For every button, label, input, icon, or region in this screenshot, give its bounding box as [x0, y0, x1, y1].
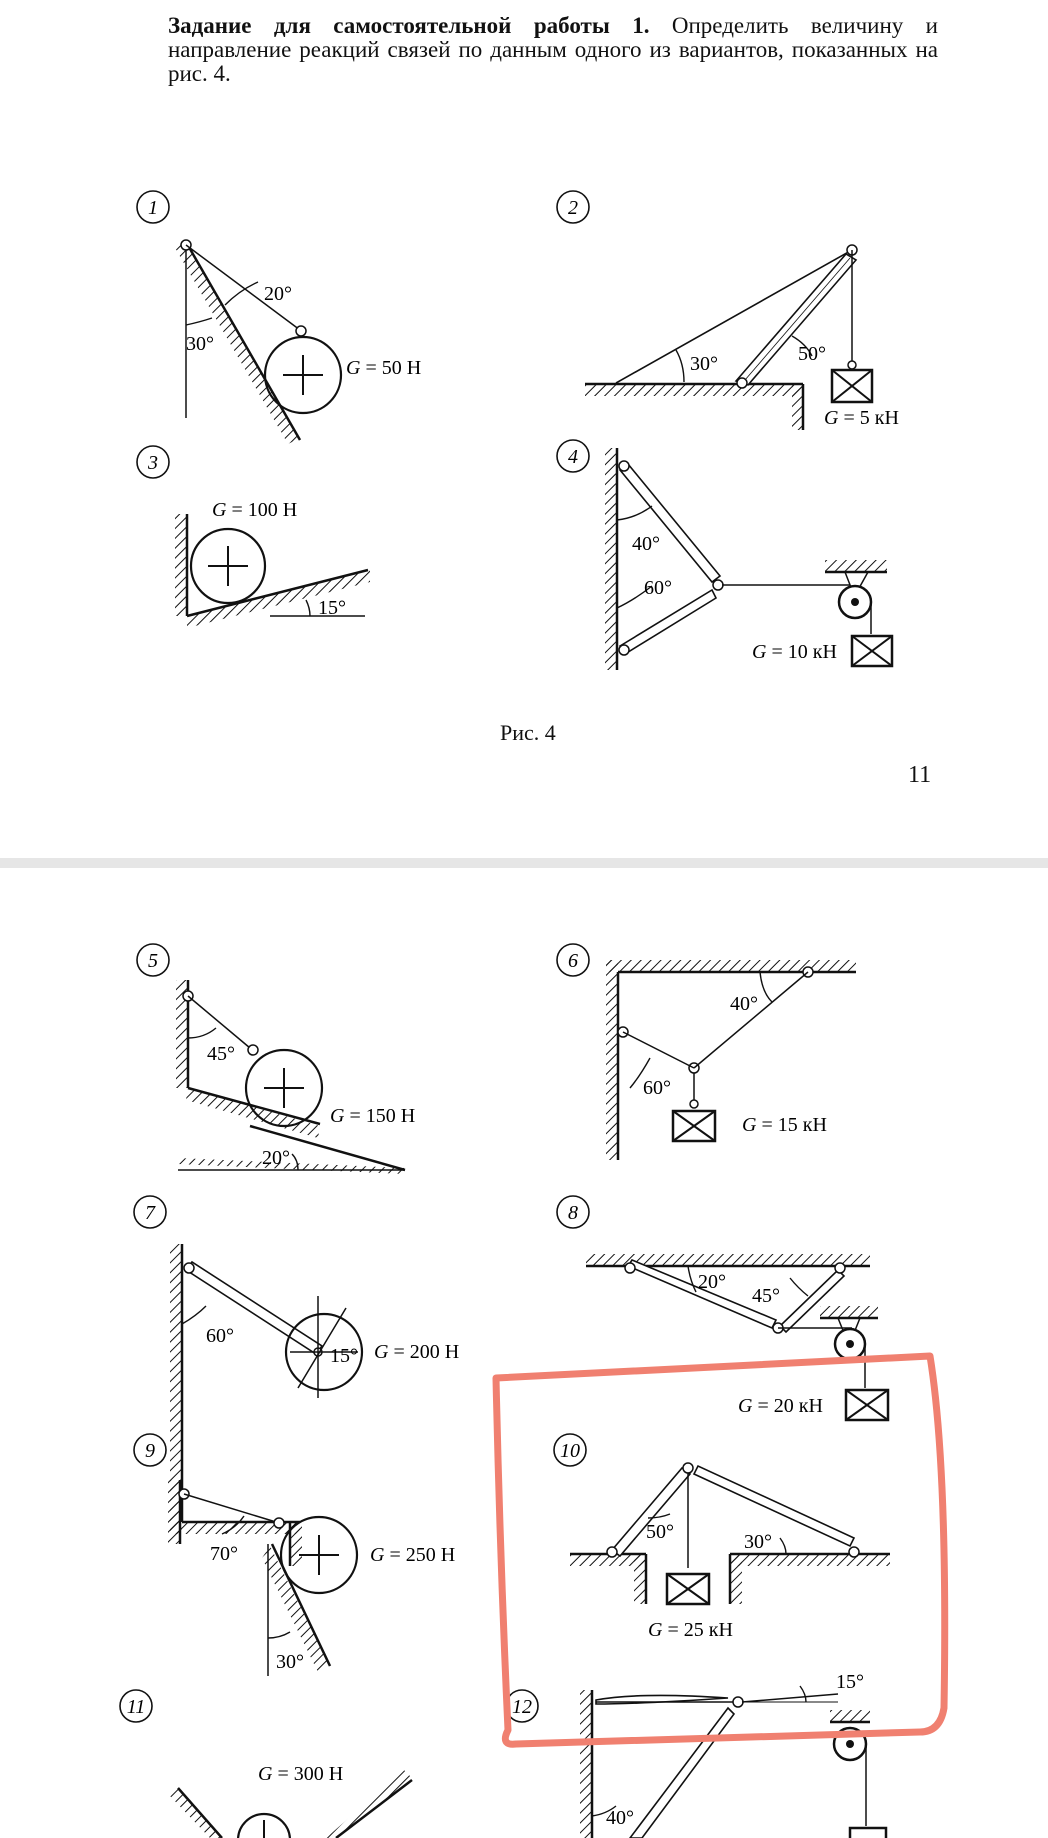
angle-label: 40°	[632, 533, 660, 555]
angle-label: 15°	[836, 1671, 864, 1693]
variant-number: 5	[148, 950, 158, 972]
task-statement: Задание для самостоятельной работы 1. Оп…	[168, 14, 938, 86]
variant-number: 7	[145, 1202, 156, 1224]
figure-4-bottom: 5 45° 20° G = 150 Н 6	[119, 943, 949, 1838]
angle-label: 30°	[186, 333, 214, 355]
page-number: 11	[908, 762, 932, 788]
angle-label: 30°	[276, 1651, 304, 1673]
page-12: 5 45° 20° G = 150 Н 6	[0, 868, 1048, 1838]
task-text: Определить величину и направление реакци…	[168, 13, 938, 86]
variant-9: 9 70° 30° G = 250 Н	[133, 1433, 455, 1676]
angle-label: 50°	[646, 1521, 674, 1543]
variant-1: 1 20° 30° G = 50 Н	[136, 190, 421, 444]
load-label: G = 300 Н	[258, 1763, 343, 1785]
load-label: G = 100 Н	[212, 499, 297, 521]
load-label: G = 250 Н	[370, 1544, 455, 1566]
page-separator	[0, 858, 1048, 868]
angle-label: 60°	[206, 1325, 234, 1347]
load-label: G = 15 кН	[742, 1114, 827, 1136]
load-label: G = 50 Н	[346, 357, 421, 379]
angle-label: 15°	[318, 597, 346, 619]
variant-number: 9	[145, 1440, 155, 1462]
page-11: Задание для самостоятельной работы 1. Оп…	[0, 0, 1048, 858]
variant-11: 11 G = 300 Н	[119, 1689, 413, 1838]
angle-label: 30°	[690, 353, 718, 375]
angle-label: 20°	[698, 1271, 726, 1293]
angle-label: 60°	[643, 1077, 671, 1099]
figure-4-top: 1 20° 30° G = 50 Н 2	[136, 190, 899, 670]
variant-12: 12 15° 40°	[505, 1671, 888, 1838]
variant-number: 2	[568, 197, 578, 219]
angle-label: 45°	[752, 1285, 780, 1307]
angle-label: 40°	[730, 993, 758, 1015]
variant-5: 5 45° 20° G = 150 Н	[136, 943, 415, 1174]
variant-number: 4	[568, 446, 578, 468]
load-label: G = 10 кН	[752, 641, 837, 663]
variant-number: 6	[568, 950, 578, 972]
load-label: G = 200 Н	[374, 1341, 459, 1363]
angle-label: 40°	[606, 1807, 634, 1829]
variant-number: 3	[147, 452, 158, 474]
variant-4: 4 40° 60° G = 10 кН	[556, 439, 894, 670]
angle-label: 45°	[207, 1043, 235, 1065]
angle-label: 70°	[210, 1543, 238, 1565]
load-label: G = 20 кН	[738, 1395, 823, 1417]
angle-label: 30°	[744, 1531, 772, 1553]
load-label: G = 150 Н	[330, 1105, 415, 1127]
variant-number: 10	[560, 1440, 580, 1462]
variant-7: 7 60° 15° G = 200 Н	[133, 1195, 459, 1566]
variant-2: 2 30° 50° G = 5 кН	[556, 190, 899, 430]
figure-caption: Рис. 4	[500, 720, 556, 745]
variant-number-circle	[136, 190, 170, 224]
variant-number: 11	[127, 1696, 146, 1718]
variant-number: 12	[512, 1696, 532, 1718]
variant-10: 10 50° 30° G = 25 кН	[553, 1433, 890, 1641]
angle-label: 20°	[262, 1147, 290, 1169]
variant-number: 1	[148, 197, 158, 219]
variant-3: 3 15° G = 100 Н	[136, 445, 370, 628]
task-title: Задание для самостоятельной работы 1.	[168, 13, 650, 38]
load-label: G = 5 кН	[824, 407, 899, 429]
variant-6: 6 40° 60° G = 15 кН	[556, 943, 856, 1160]
angle-label: 60°	[644, 577, 672, 599]
highlight-annotation	[492, 1352, 949, 1748]
load-label: G = 25 кН	[648, 1619, 733, 1641]
angle-label: 50°	[798, 343, 826, 365]
angle-label: 20°	[264, 283, 292, 305]
variant-8: 8 20° 45° G = 20 кН	[556, 1195, 890, 1422]
angle-label: 15°	[330, 1345, 358, 1367]
variant-number: 8	[568, 1202, 578, 1224]
